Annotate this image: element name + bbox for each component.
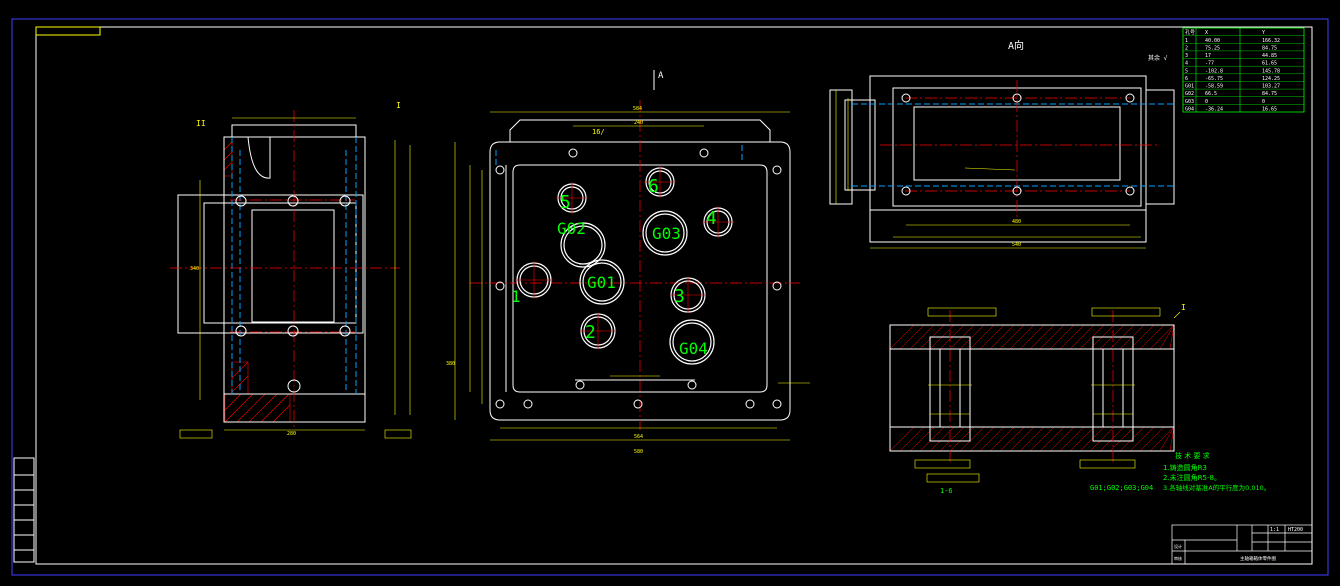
hole-label-5: 5 (560, 192, 571, 213)
hole-label-6: 6 (648, 176, 659, 197)
coord-table-cell: 6 (1185, 76, 1188, 82)
hole-label-1: 1 (511, 287, 521, 306)
front-bottom-dim: 580 (634, 449, 643, 455)
bottom-section-view (889, 307, 1181, 483)
coord-table-cell: G03 (1185, 99, 1194, 105)
coord-table-header-cell: 孔号 (1185, 29, 1195, 36)
hole-label-g02: G02 (557, 219, 586, 238)
hole-label-2: 2 (585, 322, 596, 343)
coord-table-cell: 84.75 (1262, 91, 1277, 97)
coord-table-cell: 4 (1185, 61, 1188, 67)
hole-labels: G02 G03 G01 G04 5 6 4 1 3 2 (511, 176, 717, 358)
title-block-design: 设计 (1174, 543, 1182, 549)
coord-table-cell: 66.5 (1205, 91, 1217, 97)
tech-notes-title: 技 术 要 求 (1175, 451, 1210, 460)
coord-table-header-cell: Y (1262, 30, 1265, 36)
coord-table-cell: -65.75 (1205, 76, 1223, 82)
coord-table-cell: G04 (1185, 107, 1194, 113)
view-a-title: A向 (1008, 39, 1024, 52)
coord-table-cell: -77 (1205, 61, 1214, 67)
coord-table-cell: 0 (1262, 99, 1265, 105)
view-a-dim-w1: 480 (1012, 219, 1021, 225)
coord-table-cell: 103.27 (1262, 84, 1280, 90)
tech-note-1: 1.铸造圆角R3 (1163, 463, 1207, 472)
coord-table-cell: -58.59 (1205, 84, 1223, 90)
section-marker-top: A (653, 70, 664, 90)
front-bottom2-dim: 564 (634, 434, 643, 440)
title-block-name: 主轴箱箱体零件图 (1240, 555, 1276, 562)
section-left-I: I (396, 101, 401, 110)
coord-table-cell: 5 (1185, 68, 1188, 74)
title-block-material: HT200 (1288, 527, 1303, 533)
section-left-II: II (196, 119, 206, 128)
tech-note-2: 2.未注圆角R5-8。 (1163, 473, 1221, 482)
inner-frame (35, 26, 1313, 565)
coord-table-cell: 84.75 (1262, 45, 1277, 51)
coord-table-header-cell: X (1205, 30, 1208, 36)
front-top-dim: 584 (633, 106, 642, 112)
coord-table-cell: 44.85 (1262, 53, 1277, 59)
hole-label-g04: G04 (679, 339, 708, 358)
coord-table-cell: 3 (1185, 53, 1188, 59)
coord-table-cell: 17 (1205, 53, 1211, 59)
title-block (1171, 524, 1313, 565)
coord-table-cell: -36.24 (1205, 107, 1223, 113)
front-left-dim: 380 (446, 361, 455, 367)
view-a-dim-w2: 540 (1012, 242, 1021, 248)
left-strip (13, 457, 35, 563)
section-label-left: 1-6 (940, 487, 953, 495)
section-right-I: I (1181, 303, 1186, 312)
hole-label-g03: G03 (652, 224, 681, 243)
coord-table-cell: G01 (1185, 84, 1194, 90)
section-label-right: G01;G02;G03;G04 (1090, 484, 1153, 492)
outer-frame (11, 18, 1329, 576)
front-view (454, 100, 810, 441)
coord-table-cell: 40.00 (1205, 38, 1220, 44)
hole-label-4: 4 (706, 208, 717, 229)
hole-label-3: 3 (674, 286, 685, 307)
coord-table-cell: 16.65 (1262, 107, 1277, 113)
coord-table-cell: 166.32 (1262, 38, 1280, 44)
tech-notes: 技 术 要 求 1.铸造圆角R3 2.未注圆角R5-8。 3.各轴线对基准A的平… (1163, 451, 1270, 492)
coord-table-cell: 2 (1185, 45, 1188, 51)
coord-table-cell: 75.25 (1205, 45, 1220, 51)
tech-note-3: 3.各轴线对基准A的平行度为0.010。 (1163, 483, 1270, 492)
rough-mark: 其余 √ (1148, 54, 1168, 62)
side-left-dim: 340 (190, 266, 199, 272)
front-scale-label: 16/ (592, 128, 605, 136)
title-block-check: 审核 (1174, 555, 1182, 561)
coord-table-cell: -102.8 (1205, 68, 1223, 74)
coord-table-cell: G02 (1185, 91, 1194, 97)
svg-text:A: A (658, 71, 664, 81)
coord-table-cell: 1 (1185, 38, 1188, 44)
front-inner-dim: 240 (634, 120, 643, 126)
title-block-scale: 1:1 (1270, 527, 1279, 533)
hole-label-g01: G01 (587, 273, 616, 292)
side-bottom-dim: 280 (287, 431, 296, 437)
coord-table-cell: 0 (1205, 99, 1208, 105)
side-section-view (170, 110, 412, 439)
view-a (829, 75, 1175, 249)
coord-table: 孔号 X Y 1 40.00 166.32 2 75.25 84.75 3 17 44.85 4 -77 6… (1182, 27, 1305, 113)
corner-box (35, 26, 101, 36)
coord-table-cell: 61.65 (1262, 61, 1277, 67)
coord-table-cell: 124.25 (1262, 76, 1280, 82)
coord-table-cell: 145.78 (1262, 68, 1280, 74)
